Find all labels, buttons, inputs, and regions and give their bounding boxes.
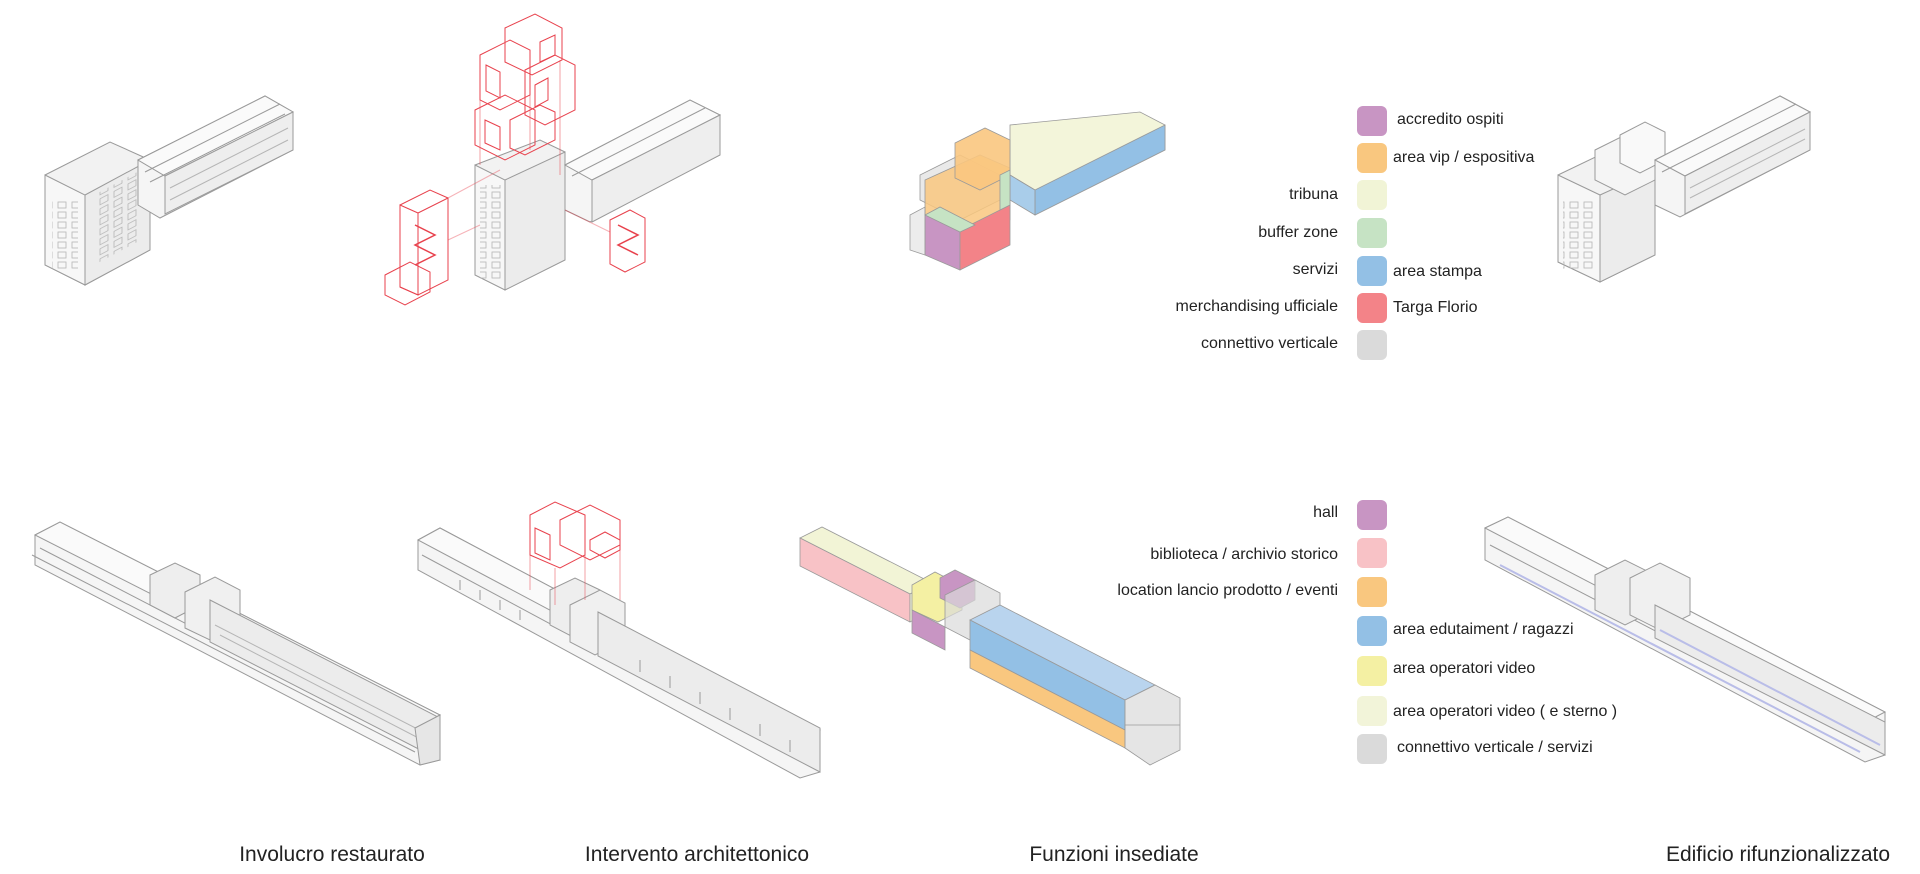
legend-label-accredito-ospiti: accredito ospiti <box>1397 111 1504 128</box>
swatch-area-operatori-video-esterno <box>1357 696 1387 726</box>
bottom-refunctioned-building <box>1483 516 1887 763</box>
legend-label-buffer-zone: buffer zone <box>1258 224 1338 241</box>
swatch-biblioteca <box>1357 538 1387 568</box>
legend-label-hall: hall <box>1313 504 1338 521</box>
legend-label-location-eventi: location lancio prodotto / eventi <box>1117 582 1338 599</box>
legend-label-area-edutaiment: area edutaiment / ragazzi <box>1393 621 1574 638</box>
swatch-area-edutaiment <box>1357 616 1387 646</box>
legend-label-area-operatori-video-esterno: area operatori video ( e sterno ) <box>1393 703 1618 720</box>
legend-label-biblioteca: biblioteca / archivio storico <box>1150 546 1338 563</box>
legend-label-area-stampa: area stampa <box>1393 263 1482 280</box>
swatch-tribuna <box>1357 180 1387 210</box>
swatch-connettivo-servizi <box>1357 734 1387 764</box>
legend-label-connettivo-servizi: connettivo verticale / servizi <box>1397 739 1593 756</box>
top-restored-building <box>44 95 295 286</box>
legend-label-tribuna: tribuna <box>1289 186 1338 203</box>
bottom-intervention-red-modules <box>529 501 621 605</box>
swatch-area-vip <box>1357 143 1387 173</box>
swatch-accredito-ospiti <box>1357 106 1387 136</box>
caption-edificio-rifunzionalizzato: Edificio rifunzionalizzato <box>1665 843 1891 866</box>
swatch-connettivo-verticale <box>1357 330 1387 360</box>
caption-involucro-restaurato: Involucro restaurato <box>239 843 425 866</box>
swatch-servizi-area-stampa <box>1357 256 1387 286</box>
top-refunctioned-building <box>1557 95 1812 283</box>
legend-label-area-operatori-video: area operatori video <box>1393 660 1536 677</box>
caption-intervento-architettonico: Intervento architettonico <box>584 843 810 866</box>
swatch-area-operatori-video <box>1357 656 1387 686</box>
swatch-location-eventi <box>1357 577 1387 607</box>
legend-label-servizi: servizi <box>1292 261 1338 278</box>
legend-label-connettivo-verticale: connettivo verticale <box>1201 335 1338 352</box>
swatch-hall <box>1357 500 1387 530</box>
legend-label-merchandising: merchandising ufficiale <box>1175 298 1338 315</box>
top-functions-blocks <box>909 111 1166 271</box>
top-intervention-red-modules <box>384 13 646 306</box>
bottom-intervention-building <box>416 527 822 779</box>
bottom-functions-blocks <box>799 526 1181 766</box>
legend-label-area-vip: area vip / espositiva <box>1393 149 1535 166</box>
swatch-buffer-zone <box>1357 218 1387 248</box>
bottom-restored-building <box>31 521 442 766</box>
legend-label-targa-florio: Targa Florio <box>1393 299 1478 316</box>
caption-funzioni-insediate: Funzioni insediate <box>1029 843 1199 866</box>
swatch-targa-florio <box>1357 293 1387 323</box>
top-intervention-building <box>474 99 722 291</box>
